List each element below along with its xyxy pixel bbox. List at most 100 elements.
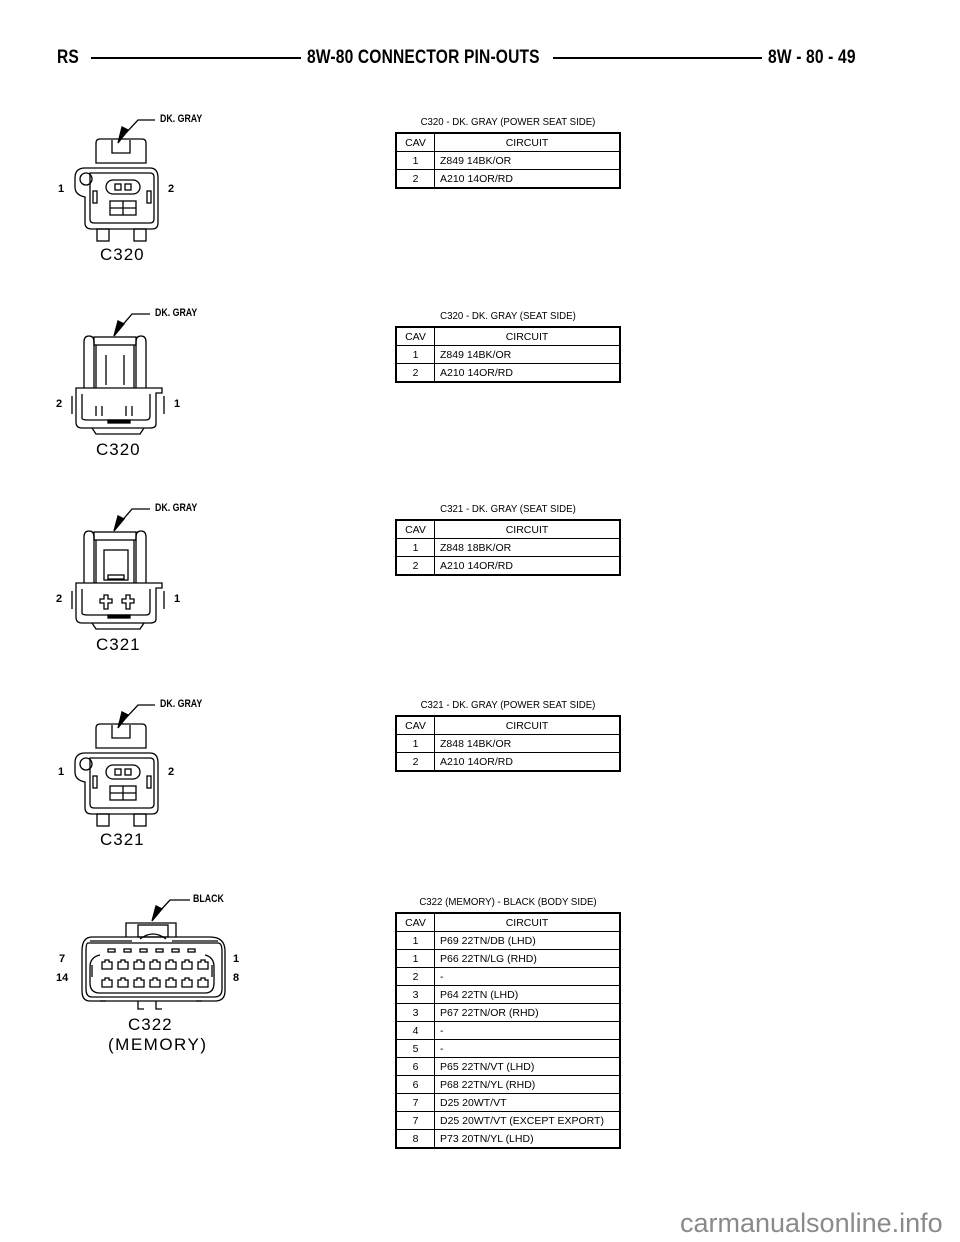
circuit-cell: P66 22TN/LG (RHD) (434, 949, 621, 968)
table-row: 8 P73 20TN/YL (LHD) (395, 1129, 621, 1149)
table-row: 2 A210 14OR/RD (395, 752, 621, 772)
watermark: carmanualsonline.info (680, 1208, 943, 1238)
cav-cell: 1 (395, 538, 435, 557)
connector-label: C320 (96, 440, 141, 459)
column-header-cav: CAV (395, 715, 435, 735)
table-row: 2 A210 14OR/RD (395, 169, 621, 189)
circuit-cell: P65 22TN/VT (LHD) (434, 1057, 621, 1076)
pinout-table-c321-seat: CAV CIRCUIT 1 Z848 18BK/OR 2 A210 14OR/R… (395, 519, 621, 576)
cav-cell: 2 (395, 169, 435, 189)
circuit-cell: P67 22TN/OR (RHD) (434, 1003, 621, 1022)
header-rule-left (91, 57, 301, 59)
column-header-circuit: CIRCUIT (434, 519, 621, 539)
pin-label-right: 2 (168, 766, 175, 778)
circuit-cell: P68 22TN/YL (RHD) (434, 1075, 621, 1094)
table-row: 1 P66 22TN/LG (RHD) (395, 949, 621, 968)
header-rule-right (552, 57, 762, 59)
cav-cell: 2 (395, 556, 435, 576)
pinout-table-c320-seat: CAV CIRCUIT 1 Z849 14BK/OR 2 A210 14OR/R… (395, 326, 621, 383)
table-row: 5 - (395, 1039, 621, 1058)
pinout-table-c322: CAV CIRCUIT 1 P69 22TN/DB (LHD) 1 P66 22… (395, 912, 621, 1149)
connector-label: C320 (100, 245, 145, 264)
pin-label-right: 2 (168, 183, 175, 195)
circuit-cell: D25 20WT/VT (434, 1093, 621, 1112)
circuit-cell: - (434, 1039, 621, 1058)
pinout-table-c321-power-seat: CAV CIRCUIT 1 Z848 14BK/OR 2 A210 14OR/R… (395, 715, 621, 772)
pin-label-left: 1 (58, 183, 65, 195)
pin-label-bottom-left: 14 (56, 972, 69, 984)
table-caption: C321 - DK. GRAY (POWER SEAT SIDE) (420, 699, 596, 711)
pin-label-left: 1 (58, 766, 65, 778)
circuit-cell: Z849 14BK/OR (434, 345, 621, 364)
cav-cell: 6 (395, 1075, 435, 1094)
column-header-cav: CAV (395, 132, 435, 152)
cav-cell: 7 (395, 1111, 435, 1130)
connector-face-icon (74, 119, 159, 242)
cav-cell: 1 (395, 345, 435, 364)
page-number: 8W - 80 - 49 (768, 47, 856, 68)
table-caption: C320 - DK. GRAY (SEAT SIDE) (440, 310, 576, 322)
column-header-cav: CAV (395, 326, 435, 346)
column-header-circuit: CIRCUIT (434, 326, 621, 346)
pin-label-left: 2 (56, 398, 63, 410)
color-callout: DK. GRAY (160, 113, 203, 125)
table-row: 1 Z848 18BK/OR (395, 538, 621, 557)
circuit-cell: Z848 18BK/OR (434, 538, 621, 557)
table-row: 2 - (395, 967, 621, 986)
cav-cell: 3 (395, 1003, 435, 1022)
circuit-cell: A210 14OR/RD (434, 556, 621, 576)
table-header-row: CAV CIRCUIT (395, 715, 621, 735)
circuit-cell: D25 20WT/VT (EXCEPT EXPORT) (434, 1111, 621, 1130)
table-row: 3 P67 22TN/OR (RHD) (395, 1003, 621, 1022)
table-caption: C322 (MEMORY) - BLACK (BODY SIDE) (419, 896, 597, 908)
table-caption: C320 - DK. GRAY (POWER SEAT SIDE) (420, 116, 596, 128)
cav-cell: 2 (395, 752, 435, 772)
table-row: 2 A210 14OR/RD (395, 556, 621, 576)
circuit-cell: P73 20TN/YL (LHD) (434, 1129, 621, 1149)
color-callout: DK. GRAY (155, 502, 198, 514)
color-callout: DK. GRAY (160, 698, 203, 710)
column-header-circuit: CIRCUIT (434, 912, 621, 932)
table-row: 4 - (395, 1021, 621, 1040)
table-header-row: CAV CIRCUIT (395, 326, 621, 346)
circuit-cell: P64 22TN (LHD) (434, 985, 621, 1004)
cav-cell: 1 (395, 931, 435, 950)
connector-label: C321 (96, 635, 141, 654)
table-row: 1 Z849 14BK/OR (395, 345, 621, 364)
column-header-circuit: CIRCUIT (434, 132, 621, 152)
circuit-cell: P69 22TN/DB (LHD) (434, 931, 621, 950)
cav-cell: 8 (395, 1129, 435, 1149)
table-row: 1 Z849 14BK/OR (395, 151, 621, 170)
pinout-table-c320-power-seat: CAV CIRCUIT 1 Z849 14BK/OR 2 A210 14OR/R… (395, 132, 621, 189)
pin-label-top-left: 7 (59, 953, 66, 965)
table-header-row: CAV CIRCUIT (395, 132, 621, 152)
connector-diagram-c322: BLACK 7 14 1 8 C322 (MEMORY) (50, 885, 250, 1065)
pin-label-right: 1 (174, 398, 181, 410)
cav-cell: 2 (395, 967, 435, 986)
pin-label-top-right: 1 (233, 953, 240, 965)
cav-cell: 2 (395, 363, 435, 383)
connector-diagram-c321-seat: DK. GRAY 2 1 C321 (40, 495, 220, 665)
page-header: RS 8W-80 CONNECTOR PIN-OUTS 8W - 80 - 49 (57, 46, 880, 70)
pin-label-right: 1 (174, 593, 181, 605)
connector-side-icon (71, 313, 165, 435)
circuit-cell: - (434, 1021, 621, 1040)
table-row: 3 P64 22TN (LHD) (395, 985, 621, 1004)
circuit-cell: Z848 14BK/OR (434, 734, 621, 753)
table-row: 6 P68 22TN/YL (RHD) (395, 1075, 621, 1094)
table-row: 7 D25 20WT/VT (EXCEPT EXPORT) (395, 1111, 621, 1130)
circuit-cell: A210 14OR/RD (434, 363, 621, 383)
table-header-row: CAV CIRCUIT (395, 912, 621, 932)
connector-diagram-c320-seat: DK. GRAY 2 1 C320 (40, 300, 220, 470)
circuit-cell: A210 14OR/RD (434, 752, 621, 772)
table-row: 6 P65 22TN/VT (LHD) (395, 1057, 621, 1076)
circuit-cell: - (434, 967, 621, 986)
connector-side-icon (71, 508, 165, 630)
cav-cell: 1 (395, 151, 435, 170)
table-row: 7 D25 20WT/VT (395, 1093, 621, 1112)
table-header-row: CAV CIRCUIT (395, 519, 621, 539)
page-title: 8W-80 CONNECTOR PIN-OUTS (306, 47, 540, 68)
pin-label-bottom-right: 8 (233, 972, 240, 984)
table-row: 2 A210 14OR/RD (395, 363, 621, 383)
color-callout: DK. GRAY (155, 307, 198, 319)
